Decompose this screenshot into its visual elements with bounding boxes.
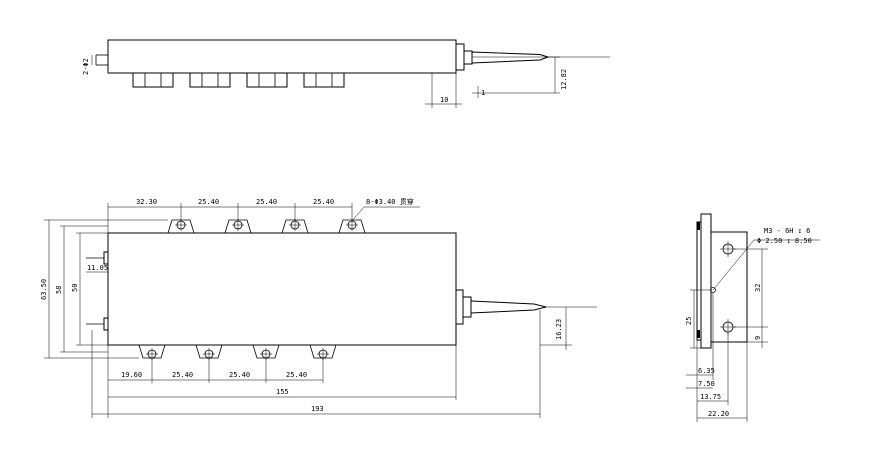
end-body: [710, 231, 748, 343]
dim-13-75: 13.75: [700, 393, 721, 401]
dim-top-25-40-a: 25.40: [198, 198, 219, 206]
dim-25: 25: [685, 317, 693, 325]
end-view: M3 - 6H ↧ 6 Φ 2.50 ↧ 8.50 32 9 25 6.35 7…: [685, 213, 820, 422]
bottom-mount-lugs: [138, 344, 337, 360]
side-body: [107, 39, 457, 74]
dim-50: 50: [71, 284, 79, 292]
top-fiber-connector: [455, 289, 597, 325]
dim-top-25-40-c: 25.40: [313, 198, 334, 206]
dim-hole-note: 8-Φ3.40 贯穿: [366, 197, 414, 206]
dim-side-1: 1: [481, 89, 485, 97]
dim-bot-19-60: 19.60: [121, 371, 142, 379]
dim-9: 9: [754, 336, 762, 340]
dim-side-10: 10: [440, 96, 448, 104]
top-view: 32.30 25.40 25.40 25.40 8-Φ3.40 贯穿 19.60…: [40, 197, 597, 418]
side-view: 2-Φ2 12.82 10 1: [82, 39, 610, 108]
dim-7-50: 7.50: [698, 380, 715, 388]
dim-side-12-82: 12.82: [560, 69, 568, 90]
dim-bot-25-40-b: 25.40: [229, 371, 250, 379]
dim-top-25-40-b: 25.40: [256, 198, 277, 206]
dim-32: 32: [754, 284, 762, 292]
top-left-pins: [86, 251, 109, 331]
dim-bore: Φ 2.50 ↧ 8.50: [757, 237, 812, 245]
dim-22-20: 22.20: [708, 410, 729, 418]
dim-58: 58: [55, 286, 63, 294]
dim-16-23: 16.23: [555, 319, 563, 340]
top-body: [107, 232, 457, 346]
side-mount-tabs: [132, 72, 345, 88]
dim-bot-25-40-a: 25.40: [172, 371, 193, 379]
side-fiber-connector: [455, 43, 610, 71]
dim-11-05: 11.05: [87, 264, 108, 272]
dim-63-50: 63.50: [40, 279, 48, 300]
dim-155: 155: [276, 388, 289, 396]
dim-side-holes: 2-Φ2: [82, 58, 90, 75]
dim-bot-25-40-c: 25.40: [286, 371, 307, 379]
dim-thread: M3 - 6H ↧ 6: [764, 227, 810, 235]
dim-6-35: 6.35: [698, 367, 715, 375]
dim-top-32-30: 32.30: [136, 198, 157, 206]
top-mount-lugs: [167, 219, 366, 234]
dim-193: 193: [311, 405, 324, 413]
